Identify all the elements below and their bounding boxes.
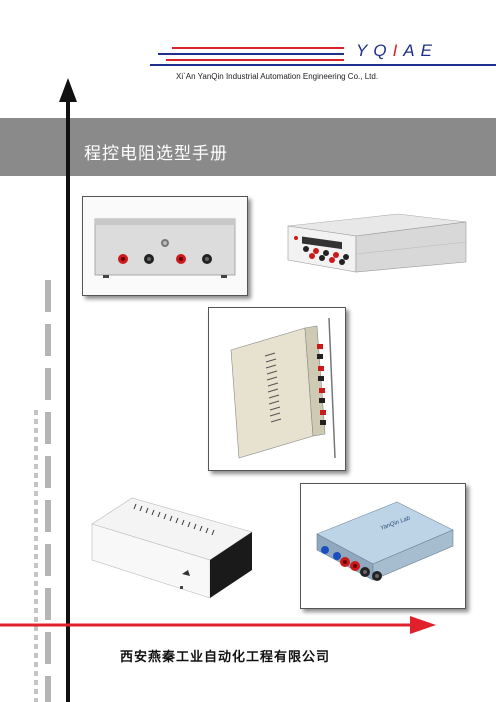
company-name-english: Xi`An YanQin Industrial Automation Engin… xyxy=(176,72,379,81)
aluminum-case-device-image: YanQin Lab xyxy=(316,501,454,581)
white-box-device-image xyxy=(91,497,253,599)
left-dashed-lines xyxy=(34,280,51,702)
rack-terminals-device-image xyxy=(287,213,467,273)
product-photo-rack-terminals xyxy=(284,204,468,286)
header-line-red-top xyxy=(172,47,344,49)
product-photo-front-panel xyxy=(82,196,248,296)
product-photo-tall-chassis xyxy=(208,307,346,471)
page-title: 程控电阻选型手册 xyxy=(84,144,228,164)
product-photo-aluminum-case: YanQin Lab xyxy=(300,483,466,609)
front-panel-device-image xyxy=(83,197,247,295)
logo-prefix: YQ xyxy=(356,41,393,60)
header-line-blue-long xyxy=(150,64,496,66)
brand-logo: YQIAE xyxy=(356,41,438,61)
logo-suffix: AE xyxy=(403,41,438,60)
product-photo-white-box xyxy=(86,490,258,604)
title-banner xyxy=(0,118,496,176)
tall-chassis-device-image xyxy=(230,317,336,459)
company-name-chinese: 西安燕秦工业自动化工程有限公司 xyxy=(120,650,331,665)
horizontal-arrow xyxy=(0,616,436,634)
logo-accent: I xyxy=(392,41,404,60)
header-line-blue-mid xyxy=(158,53,344,55)
vertical-arrow xyxy=(59,78,77,702)
header-line-red-bottom xyxy=(166,59,344,61)
